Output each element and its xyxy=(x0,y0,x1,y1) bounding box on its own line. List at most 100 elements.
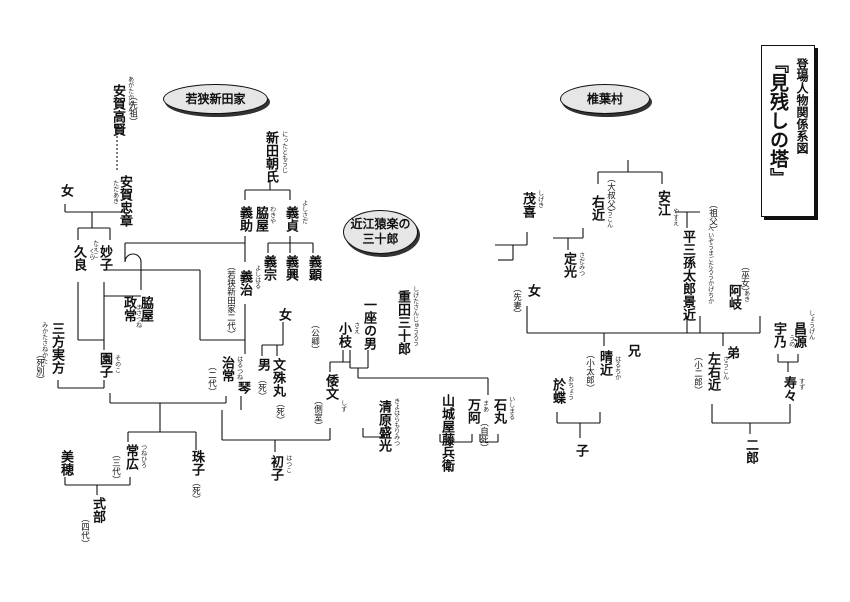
person-tsunehiro: 常広 xyxy=(123,444,138,470)
ruby: へいぞうまごたろうかげちか xyxy=(706,226,714,304)
label-child: 子 xyxy=(573,444,588,457)
person-sadamitsu: 定光 xyxy=(561,252,576,278)
ruby: にったともうじ xyxy=(280,131,288,173)
person-sakon: 左右近 xyxy=(705,352,720,391)
note-tamako: （死） xyxy=(190,478,201,504)
label-younger-brother: 弟 xyxy=(724,346,739,359)
ruby: みかたさねかた xyxy=(40,322,48,364)
note-sakon: （小二郎） xyxy=(692,352,703,395)
note-ishimaru: （自死） xyxy=(478,418,489,452)
person-suzu: 寿々 xyxy=(781,376,796,402)
ruby: さうこん xyxy=(721,356,729,380)
person-yoshimune: 義宗 xyxy=(261,255,276,281)
person-troupe-man: 一座の男 xyxy=(361,298,376,350)
ruby: うの xyxy=(787,335,795,347)
person-sonoko: 園子 xyxy=(97,352,112,378)
person-harutsune: 治常 xyxy=(219,356,234,382)
ruby: しょうげん xyxy=(807,310,815,340)
ruby: あき xyxy=(742,290,750,302)
person-yasue: 安江 xyxy=(655,190,670,216)
ruby: きよはらもりみつ xyxy=(392,398,400,446)
ruby: ただあき xyxy=(111,180,119,204)
ruby: はるちか xyxy=(613,356,621,380)
ruby: やすえ xyxy=(671,208,679,226)
note-kugyo: （公卿） xyxy=(309,320,320,354)
title-box: 『見残しの塔』 登場人物関係系図 xyxy=(761,45,815,217)
person-tamako: 珠子 xyxy=(189,450,204,476)
person-ukon: 右近 xyxy=(589,195,604,221)
ruby: さだみつ xyxy=(577,252,585,276)
ruby: まあ xyxy=(481,400,489,412)
person-ishimaru: 石丸 xyxy=(491,398,506,424)
person-kura: 久良 xyxy=(71,245,86,271)
group-wakasa-nitta: 若狭新田家 xyxy=(163,84,268,114)
note-bunjumaru: （死） xyxy=(274,399,285,425)
person-woman-2: 女 xyxy=(276,308,291,321)
person-yoshisuke: 義助 xyxy=(237,206,252,232)
ruby: つねひろ xyxy=(139,444,147,468)
person-shizufumi: 倭文 xyxy=(323,374,338,400)
ruby: おちょう xyxy=(566,376,574,400)
note-grandfather: （祖父） xyxy=(707,200,718,234)
title-sub: 登場人物関係系図 xyxy=(795,58,809,154)
ruby: さえ xyxy=(352,322,360,334)
note-shizufumi: （側室） xyxy=(312,396,323,430)
ruby: あがたかけん xyxy=(126,76,134,112)
note-man: （死） xyxy=(256,375,267,401)
ruby: すず xyxy=(797,378,805,390)
person-aki: 阿岐 xyxy=(726,284,741,310)
label-elder-brother: 兄 xyxy=(625,344,640,357)
person-aga-kaken: 安賀高賢 xyxy=(110,84,125,136)
person-shigeki: 茂喜 xyxy=(520,192,535,218)
person-tadaaki: 安賀忠章 xyxy=(117,175,132,227)
person-sae: 小枝 xyxy=(336,322,351,348)
person-manami: 万阿 xyxy=(465,398,480,424)
person-miho: 美穂 xyxy=(58,450,73,476)
person-heizo-kagechika: 平三孫太郎景近 xyxy=(680,230,695,321)
person-woman-3: 女 xyxy=(525,284,540,297)
ruby: よしさだ xyxy=(300,200,308,224)
note-aki: （巫女） xyxy=(739,262,750,296)
title-main: 『見残しの塔』 xyxy=(767,54,789,187)
ruby: いしまる xyxy=(507,396,515,420)
ruby: たえこ xyxy=(91,240,99,258)
person-koto: 琴 xyxy=(235,381,250,394)
note-shikibu: （四代） xyxy=(79,514,90,548)
group-shiiba: 椎葉村 xyxy=(560,84,650,114)
ruby: しげき xyxy=(536,190,544,208)
ruby: はるつね xyxy=(235,356,243,380)
person-shigeta-sanjuro: 重田三十郎 xyxy=(395,290,410,355)
group-omi-sarugaku: 近江猿楽の三十郎 xyxy=(343,210,418,254)
ruby: しず xyxy=(339,400,347,412)
person-bunjumaru: 文殊丸 xyxy=(270,358,285,397)
note-harutsune: （二代） xyxy=(206,362,217,396)
note-ukon: （大叔父） xyxy=(605,174,616,217)
person-hatsuko: 初子 xyxy=(268,455,283,481)
person-yoshisada: 義貞 xyxy=(283,206,298,232)
person-shikibu: 式部 xyxy=(90,497,105,523)
label-wakiya-2: 脇屋 xyxy=(138,296,153,322)
ruby: まさつね xyxy=(134,304,142,328)
person-mikata-sanekata: 三方実方 xyxy=(49,322,64,374)
ruby: わきや xyxy=(268,206,276,224)
person-woman-1: 女 xyxy=(58,184,73,197)
note-tsunehiro: （三代） xyxy=(110,450,121,484)
note-onna3: （先妻） xyxy=(511,284,522,318)
person-taeko: 妙子 xyxy=(97,245,112,271)
ruby: そのこ xyxy=(113,355,121,373)
person-yoshioki: 義興 xyxy=(283,255,298,281)
ruby: うこん xyxy=(605,210,613,228)
note-haruchika: （小太郎） xyxy=(584,350,595,393)
person-uno: 宇乃 xyxy=(771,322,786,348)
person-nitta-tomouji: 新田朝氏 xyxy=(263,131,278,183)
note-mikata: （死別） xyxy=(34,350,45,384)
person-jiro: 二郎 xyxy=(743,438,758,464)
ruby: よしはる xyxy=(253,265,261,289)
ruby: はつこ xyxy=(284,455,292,473)
person-man: 男 xyxy=(255,358,270,371)
note-yoshiharu: （若狭新田家二代） xyxy=(225,262,236,339)
person-ocho: 於蝶 xyxy=(550,378,565,404)
note-ancestor: （先祖） xyxy=(127,92,138,126)
person-kiyohara-morimitsu: 清原盛光 xyxy=(376,400,391,452)
